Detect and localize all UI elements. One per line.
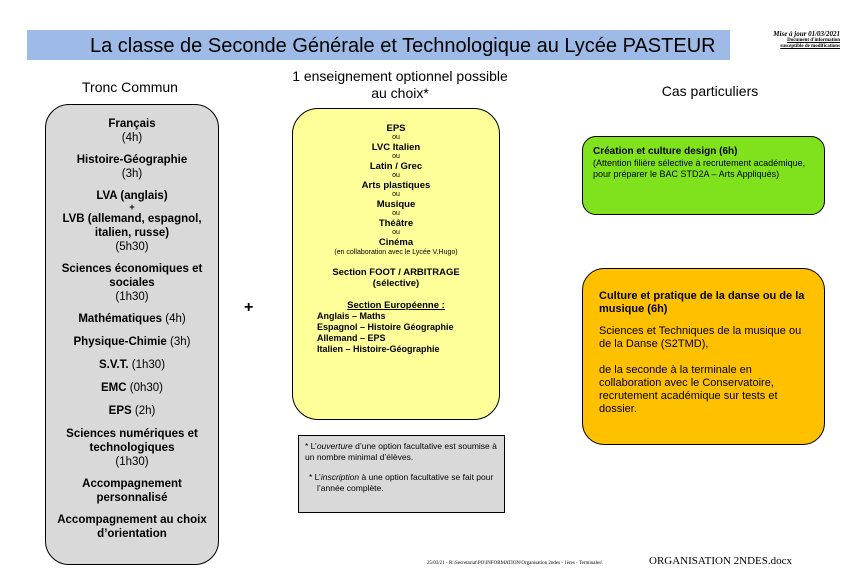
title-bar [27,30,730,60]
subject-eps-row: EPS (2h) [46,404,218,418]
option-foot-note: (sélective) [372,278,420,289]
footer-filename: ORGANISATION 2NDES.docx [649,555,792,567]
subject-histoire-geo-hours: (3h) [121,168,143,180]
option-foot: Section FOOT / ARBITRAGE [332,267,460,278]
euro-item: Allemand – EPS [317,333,386,343]
option-lvc: LVC Italien [371,142,421,153]
design-text: (Attention filière sélective à recruteme… [593,158,806,179]
danse-text-2: de la seconde à la terminale en collabor… [599,364,778,415]
subject-emc-hours: (0h30) [129,382,163,394]
option-box: EPS ou LVC Italien ou Latin / Grec ou Ar… [292,108,500,420]
note-ouverture-emphasis: ouverture [316,441,353,451]
note-ouverture: * L’ouverture d’une option facultative e… [305,441,498,463]
option-musique: Musique [376,199,416,210]
subject-maths-hours: (4h) [165,313,186,325]
option-theatre: Théâtre [378,218,414,229]
subject-pc-row: Physique-Chimie (3h) [46,335,218,349]
ou-5: ou [392,210,400,217]
subject-lva: LVA (anglais) [96,190,168,202]
subject-ses: Sciences économiques et sociales [61,263,203,289]
subject-pc-hours: (3h) [170,336,191,348]
update-note: Mise à jour 01/03/2021 Document d'inform… [728,30,840,50]
plus-sign: + [244,299,254,316]
subject-ap: Accompagnement personnalisé [82,478,182,504]
footer-path: 25/03/21 - R:\Secretariat\PO\INFORMATION… [427,561,603,566]
subject-lvb: LVB (allemand, espagnol, italien, russe) [62,213,202,239]
design-title: Création et culture design (6h) [593,146,738,157]
subject-snt-hours: (1h30) [115,456,149,468]
subject-snt: Sciences numériques et technologiques [66,428,198,454]
subject-lvb-hours: (5h30) [115,241,149,253]
option-cinema-note: (en collaboration avec le Lycée V.Hugo) [334,249,458,256]
plus-lvb: + [129,202,135,212]
option-heading-line2: au choix* [371,85,429,101]
option-arts: Arts plastiques [361,180,431,191]
option-cinema: Cinéma [378,237,414,248]
option-eps: EPS [386,123,406,134]
subject-maths-row: Mathématiques (4h) [46,312,218,326]
subject-histoire-geo: Histoire-Géographie [76,154,188,166]
page-title: La classe de Seconde Générale et Technol… [90,35,716,57]
option-latin: Latin / Grec [369,161,423,172]
subject-svt-row: S.V.T. (1h30) [46,358,218,372]
subject-francais-hours: (4h) [121,132,143,144]
subject-maths: Mathématiques [78,313,163,325]
note-inscription-emphasis: inscription [320,472,360,482]
option-heading-line1: 1 enseignement optionnel possible [292,68,508,84]
subject-francais: Français [108,118,156,130]
ou-4: ou [392,191,400,198]
tronc-commun-heading: Tronc Commun [82,79,178,95]
subject-eps-hours: (2h) [134,405,156,417]
ou-3: ou [392,172,400,179]
subject-svt-hours: (1h30) [131,359,166,371]
subject-ses-hours: (1h30) [115,291,149,303]
option-heading: 1 enseignement optionnel possible au cho… [280,68,520,102]
ou-2: ou [392,153,400,160]
danse-box: Culture et pratique de la danse ou de la… [582,268,825,445]
info-note-2: susceptible de modifications [780,44,840,49]
subject-eps: EPS [108,405,132,417]
subject-emc-row: EMC (0h30) [46,381,218,395]
note-ouverture-text: d’une option facultative est soumise à u… [305,441,497,462]
option-notes-box: * L’ouverture d’une option facultative e… [298,435,505,513]
euro-item: Espagnol – Histoire Géographie [317,322,454,332]
note-inscription-text: à une option facultative se fait pour l’… [317,472,494,493]
subject-svt: S.V.T. [98,359,129,371]
euro-title: Section Européenne : [347,300,445,311]
subject-ao: Accompagnement au choix d’orientation [57,514,207,540]
note-inscription: * L’inscription à une option facultative… [305,472,498,494]
ou-6: ou [392,229,400,236]
cas-particuliers-heading: Cas particuliers [661,83,759,99]
info-note-1: Document d'information [787,38,840,43]
note-inscription-prefix: * L’ [309,472,321,482]
danse-text-1: Sciences et Techniques de la musique ou … [599,325,802,350]
danse-title: Culture et pratique de la danse ou de la… [599,290,805,315]
subject-emc: EMC [100,382,127,394]
ou-1: ou [392,134,400,141]
euro-item: Anglais – Maths [317,311,386,321]
euro-item: Italien – Histoire-Géographie [317,344,440,354]
note-ouverture-prefix: * L’ [305,441,317,451]
design-box: Création et culture design (6h) (Attenti… [582,136,825,215]
tronc-commun-box: Français (4h) Histoire-Géographie (3h) L… [45,104,219,565]
subject-pc: Physique-Chimie [73,336,167,348]
update-date: Mise à jour 01/03/2021 [773,30,840,38]
